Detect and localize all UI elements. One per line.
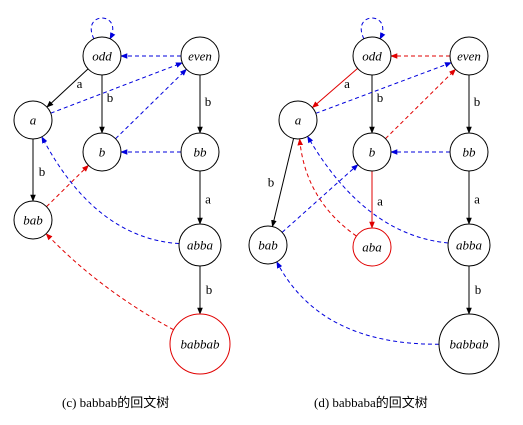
edge-label-a-bab: b xyxy=(268,175,275,190)
suffix-link-bab-b xyxy=(46,164,89,208)
node-odd: odd xyxy=(352,36,392,76)
node-label-babbab: babbab xyxy=(450,337,490,352)
node-circle-bb xyxy=(180,132,220,172)
node-circle-abba xyxy=(447,223,491,267)
node-circle-odd xyxy=(82,36,122,76)
node-label-aba: aba xyxy=(362,240,382,255)
node-label-bb: bb xyxy=(463,145,477,160)
node-babbab: babbab xyxy=(169,313,231,375)
edge-label-even-bb: b xyxy=(205,94,212,109)
edge-label-odd-b: b xyxy=(107,90,114,105)
suffix-link-abba-a xyxy=(41,136,180,245)
node-circle-babbab xyxy=(438,313,500,375)
suffix-link-odd-odd xyxy=(90,17,116,40)
node-circle-odd xyxy=(352,36,392,76)
suffix-link-aba-a xyxy=(297,138,357,237)
edge-label-a-bab: b xyxy=(39,164,46,179)
node-bab: bab xyxy=(248,225,288,265)
node-label-bab: bab xyxy=(23,213,43,228)
node-b: b xyxy=(352,132,392,172)
node-label-even: even xyxy=(188,49,212,64)
node-label-even: even xyxy=(457,49,481,64)
suffix-link-babbab-bab xyxy=(276,261,440,345)
edge-label-abba-babbab: b xyxy=(475,282,482,297)
node-even: even xyxy=(180,36,220,76)
suffix-link-b-even xyxy=(385,68,456,139)
node-bb: bb xyxy=(449,132,489,172)
tree-edge-a-bab xyxy=(271,138,295,228)
edge-label-bb-abba: a xyxy=(474,192,480,207)
node-label-odd: odd xyxy=(362,49,382,64)
node-label-abba: abba xyxy=(187,238,214,253)
node-abba: abba xyxy=(178,223,222,267)
edge-label-odd-a: a xyxy=(77,76,83,91)
node-circle-even xyxy=(449,36,489,76)
node-circle-aba xyxy=(352,227,392,267)
node-abba: abba xyxy=(447,223,491,267)
node-circle-b xyxy=(82,132,122,172)
node-circle-bab xyxy=(248,225,288,265)
edge-label-odd-b: b xyxy=(377,90,384,105)
caption-tree-c: (c) babbab的回文树 xyxy=(62,395,170,410)
node-aba: aba xyxy=(352,227,392,267)
node-circle-bab xyxy=(13,200,53,240)
edge-label-even-bb: b xyxy=(474,94,481,109)
node-label-abba: abba xyxy=(456,238,483,253)
suffix-link-babbab-bab xyxy=(45,233,174,331)
node-label-a: a xyxy=(30,113,37,128)
node-a: a xyxy=(278,100,318,140)
tree-edge-odd-a xyxy=(311,68,358,109)
suffix-link-odd-odd xyxy=(360,17,386,40)
node-label-babbab: babbab xyxy=(181,337,221,352)
edge-label-odd-a: a xyxy=(344,76,350,91)
node-circle-even xyxy=(180,36,220,76)
node-circle-bb xyxy=(449,132,489,172)
node-label-b: b xyxy=(99,145,106,160)
suffix-link-b-even xyxy=(115,68,187,140)
edge-label-b-aba: a xyxy=(377,194,383,209)
node-label-bab: bab xyxy=(258,238,278,253)
node-a: a xyxy=(13,100,53,140)
edge-label-bb-abba: a xyxy=(205,192,211,207)
node-label-a: a xyxy=(295,113,302,128)
suffix-link-a-even xyxy=(50,62,183,114)
node-bab: bab xyxy=(13,200,53,240)
node-label-b: b xyxy=(369,145,376,160)
edge-label-abba-babbab: b xyxy=(206,282,213,297)
tree-edge-odd-a xyxy=(46,68,89,108)
suffix-link-abba-a xyxy=(307,135,449,244)
node-even: even xyxy=(449,36,489,76)
node-label-odd: odd xyxy=(92,49,112,64)
node-circle-a xyxy=(278,100,318,140)
node-odd: odd xyxy=(82,36,122,76)
node-circle-abba xyxy=(178,223,222,267)
node-circle-a xyxy=(13,100,53,140)
suffix-link-a-even xyxy=(315,62,452,114)
node-babbab: babbab xyxy=(438,313,500,375)
node-label-bb: bb xyxy=(194,145,208,160)
caption-tree-d: (d) babbaba的回文树 xyxy=(314,395,428,410)
node-circle-b xyxy=(352,132,392,172)
node-bb: bb xyxy=(180,132,220,172)
node-circle-babbab xyxy=(169,313,231,375)
node-b: b xyxy=(82,132,122,172)
